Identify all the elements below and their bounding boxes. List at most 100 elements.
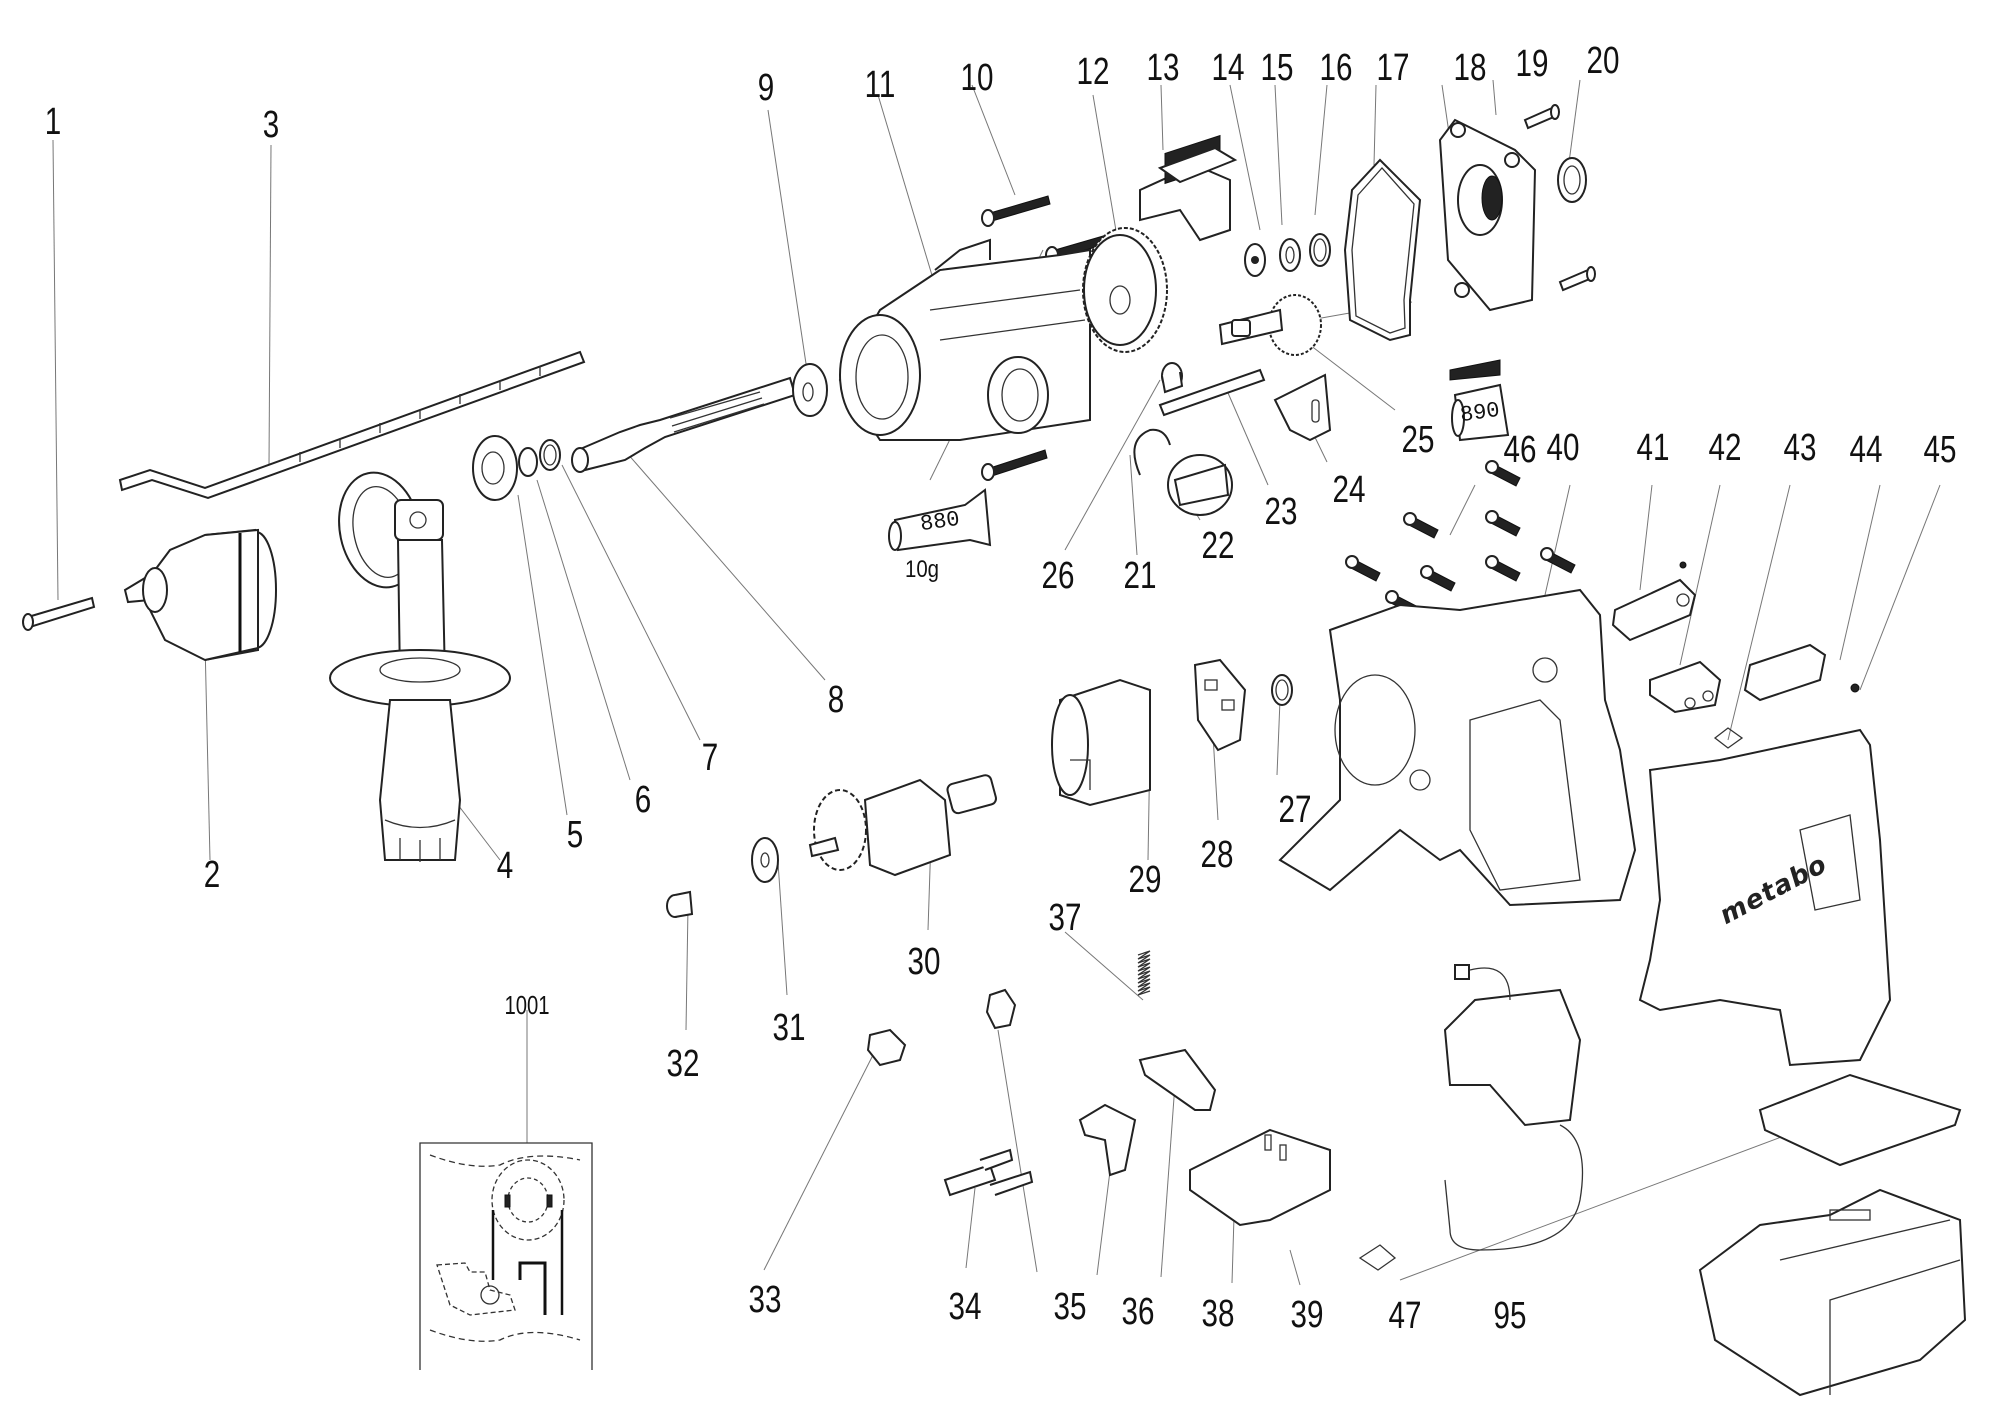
part-17-gasket[interactable] [1343, 158, 1422, 342]
callout-2[interactable]: 2 [203, 854, 221, 896]
part-95-battery-slide[interactable] [1758, 1073, 1962, 1167]
callout-38[interactable]: 38 [1201, 1293, 1235, 1335]
callout-40[interactable]: 40 [1546, 427, 1580, 469]
callout-7[interactable]: 7 [701, 737, 719, 779]
grease-tube-890[interactable] [1449, 359, 1510, 442]
grease-tube-880[interactable] [888, 488, 992, 552]
part-12-gear[interactable] [1082, 227, 1168, 353]
callout-1[interactable]: 1 [44, 101, 62, 143]
callout-23[interactable]: 23 [1264, 491, 1298, 533]
part-24-bracket[interactable] [1273, 373, 1332, 442]
callout-24[interactable]: 24 [1332, 469, 1366, 511]
part-44-plate[interactable] [1743, 643, 1827, 702]
callout-26[interactable]: 26 [1041, 555, 1075, 597]
callout-41[interactable]: 41 [1636, 427, 1670, 469]
part-13-selector-cover[interactable] [1139, 134, 1238, 242]
part-20-nut[interactable] [1557, 157, 1587, 203]
callout-11[interactable]: 11 [864, 64, 896, 106]
part-34-switch-lever[interactable] [943, 1148, 1034, 1197]
part-28-brush-holder[interactable] [1193, 658, 1247, 752]
battery-pack[interactable] [1698, 1188, 1967, 1397]
part-16-ring[interactable] [1309, 233, 1331, 267]
part-46-screws[interactable] [1345, 460, 1576, 617]
part-33-button[interactable] [866, 1028, 907, 1067]
callout-25[interactable]: 25 [1401, 419, 1435, 461]
callout-12[interactable]: 12 [1076, 51, 1110, 93]
callout-31[interactable]: 31 [772, 1007, 806, 1049]
callout-45[interactable]: 45 [1923, 429, 1957, 471]
callout-37[interactable]: 37 [1048, 897, 1082, 939]
part-8-spindle[interactable] [571, 376, 797, 473]
callout-8[interactable]: 8 [827, 679, 845, 721]
part-4-side-handle[interactable] [329, 465, 511, 862]
callout-5[interactable]: 5 [566, 814, 584, 856]
callout-39[interactable]: 39 [1290, 1294, 1324, 1336]
callout-95[interactable]: 95 [1493, 1295, 1527, 1337]
callout-44[interactable]: 44 [1849, 429, 1883, 471]
callout-30[interactable]: 30 [907, 941, 941, 983]
trigger-switch[interactable] [1443, 964, 1584, 1251]
callout-9[interactable]: 9 [757, 67, 775, 109]
callout-14[interactable]: 14 [1211, 47, 1245, 89]
part-27-ring[interactable] [1271, 674, 1293, 706]
part-14-bearing-cage[interactable] [1244, 243, 1266, 277]
part-41-plate[interactable] [1611, 561, 1697, 642]
part-22-selector-knob[interactable] [1167, 454, 1233, 516]
part-36-brush-bracket[interactable] [1078, 1103, 1137, 1177]
callout-32[interactable]: 32 [666, 1043, 700, 1085]
callout-20[interactable]: 20 [1586, 40, 1620, 82]
part-26-bush[interactable] [1161, 362, 1184, 394]
part-35-button[interactable] [985, 988, 1017, 1030]
callout-27[interactable]: 27 [1278, 789, 1312, 831]
part-37-spring[interactable] [1137, 950, 1151, 996]
callout-34[interactable]: 34 [948, 1286, 982, 1328]
part-30-armature[interactable] [808, 774, 998, 877]
callout-16[interactable]: 16 [1319, 47, 1353, 89]
part-42-gasket-plate[interactable] [1649, 660, 1722, 714]
part-6-ring[interactable] [518, 447, 538, 477]
callout-3[interactable]: 3 [262, 104, 280, 146]
callout-10[interactable]: 10 [960, 57, 994, 99]
part-32-nut[interactable] [666, 890, 694, 918]
part-39-base-plate[interactable] [1189, 1128, 1331, 1227]
callout-18[interactable]: 18 [1453, 47, 1487, 89]
callout-6[interactable]: 6 [634, 779, 652, 821]
callout-22[interactable]: 22 [1201, 525, 1235, 567]
part-47-label[interactable] [1358, 1244, 1397, 1271]
wiring-diagram-1001[interactable] [419, 1142, 593, 1370]
part-21-circlip[interactable] [1133, 428, 1171, 476]
part-15-washer[interactable] [1279, 238, 1301, 272]
part-25-pinion-shaft[interactable] [1218, 294, 1322, 356]
callout-35[interactable]: 35 [1053, 1286, 1087, 1328]
callout-29[interactable]: 29 [1128, 859, 1162, 901]
part-45-screw[interactable] [1850, 683, 1860, 693]
part-1-pin[interactable] [22, 596, 96, 631]
part-40-housing-left[interactable] [1278, 588, 1637, 907]
housing-right-half[interactable] [1638, 728, 1892, 1067]
part-2-chuck[interactable] [123, 528, 277, 662]
callout-42[interactable]: 42 [1708, 427, 1742, 469]
part-29-stator-sleeve[interactable] [1051, 678, 1151, 807]
callout-13[interactable]: 13 [1146, 47, 1180, 89]
callout-33[interactable]: 33 [748, 1279, 782, 1321]
part-43-label[interactable] [1713, 727, 1744, 749]
part-31-bearing[interactable] [751, 837, 779, 883]
callout-43[interactable]: 43 [1783, 427, 1817, 469]
callout-47[interactable]: 47 [1388, 1295, 1422, 1337]
callout-15[interactable]: 15 [1260, 47, 1294, 89]
part-19-screws[interactable] [1523, 104, 1596, 292]
callout-28[interactable]: 28 [1200, 834, 1234, 876]
part-38-cover[interactable] [1138, 1048, 1217, 1111]
part-18-bearing-plate[interactable] [1438, 118, 1537, 312]
part-7-circlip[interactable] [539, 439, 561, 471]
part-3-depth-rod[interactable] [118, 350, 586, 500]
callout-17[interactable]: 17 [1376, 47, 1410, 89]
part-11-gear-housing[interactable] [838, 238, 1091, 441]
callout-1001[interactable]: 1001 [504, 990, 550, 1020]
part-9-washer[interactable] [792, 363, 828, 417]
callout-19[interactable]: 19 [1515, 43, 1549, 85]
part-5-bearing[interactable] [472, 435, 518, 501]
callout-4[interactable]: 4 [496, 845, 514, 887]
callout-21[interactable]: 21 [1123, 555, 1157, 597]
callout-36[interactable]: 36 [1121, 1291, 1155, 1333]
